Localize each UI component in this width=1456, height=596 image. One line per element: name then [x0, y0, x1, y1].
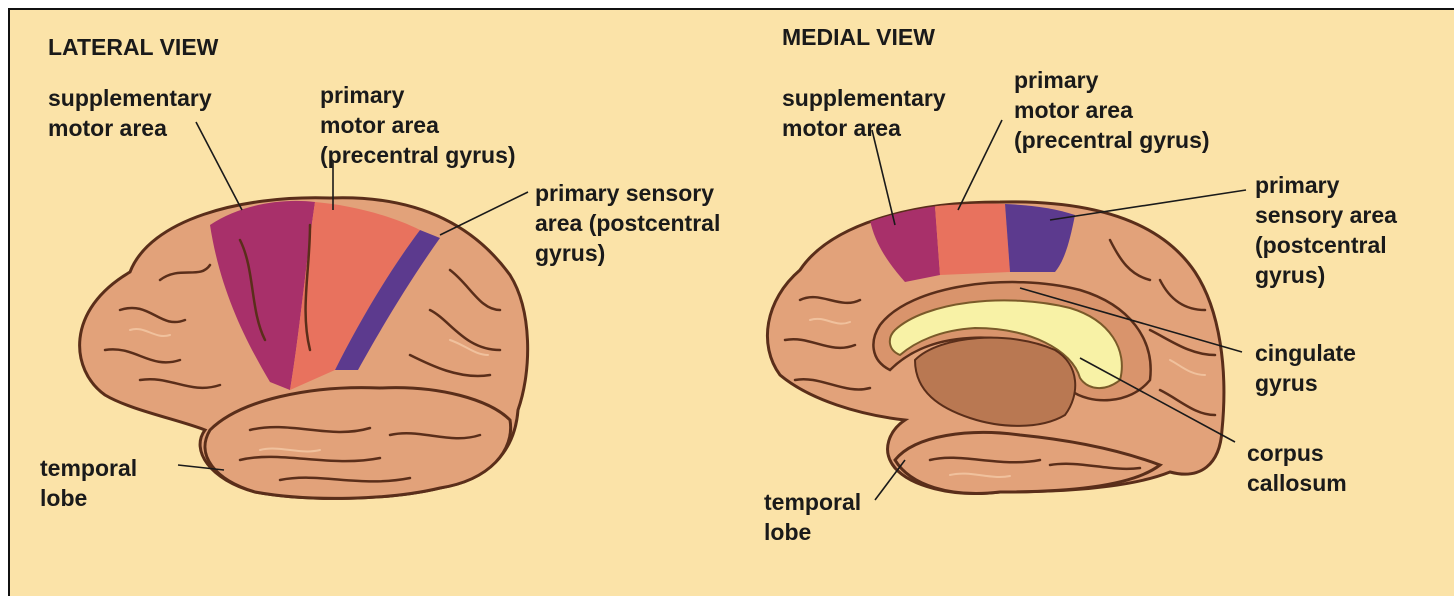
leader-lateral-sensory: [440, 192, 528, 235]
leader-medial-motor: [958, 120, 1002, 210]
medial-primary-sensory-label: primary sensory area (postcentral gyrus): [1255, 170, 1397, 290]
lateral-temporal-lobe-label: temporal lobe: [40, 453, 137, 513]
diagram-frame: LATERAL VIEW supplementary motor area pr…: [8, 8, 1454, 596]
medial-supplementary-motor-label: supplementary motor area: [782, 83, 946, 143]
leader-medial-temporal: [875, 460, 905, 500]
leader-medial-sensory: [1050, 190, 1246, 220]
leader-medial-supplementary: [872, 130, 895, 225]
lateral-supplementary-motor-label: supplementary motor area: [48, 83, 212, 143]
medial-primary-motor-label: primary motor area (precentral gyrus): [1014, 65, 1210, 155]
medial-primary-motor-region: [935, 204, 1010, 275]
lateral-primary-sensory-label: primary sensory area (postcentral gyrus): [535, 178, 720, 268]
lateral-view-title: LATERAL VIEW: [48, 32, 218, 62]
medial-brain: [767, 202, 1223, 494]
lateral-brain: [80, 198, 528, 499]
medial-corpus-callosum-label: corpus callosum: [1247, 438, 1347, 498]
medial-cingulate-gyrus-label: cingulate gyrus: [1255, 338, 1356, 398]
lateral-primary-motor-label: primary motor area (precentral gyrus): [320, 80, 516, 170]
medial-view-title: MEDIAL VIEW: [782, 22, 935, 52]
medial-temporal-lobe-label: temporal lobe: [764, 487, 861, 547]
brain-illustration: [10, 10, 1454, 596]
